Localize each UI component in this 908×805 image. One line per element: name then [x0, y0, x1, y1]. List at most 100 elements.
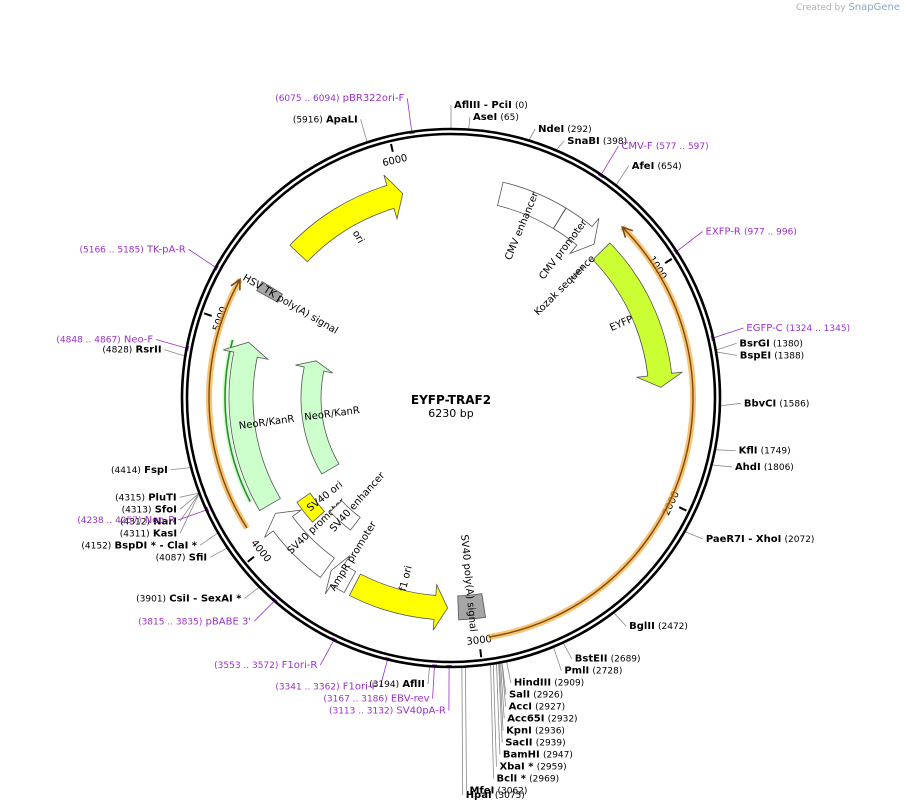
enzyme-label-asei: AseI (65) — [473, 112, 519, 123]
enzyme-position-xbai: (2959) — [537, 763, 567, 773]
enzyme-leader-acc65i — [500, 663, 505, 719]
enzyme-leader-ahdi — [712, 464, 732, 468]
enzyme-position-asei: (65) — [500, 113, 518, 123]
primer-label-tk-pa-r: (5166 .. 5185) TK-pA-R — [79, 244, 185, 255]
enzyme-position-hindiii: (2909) — [554, 679, 584, 689]
enzyme-leader-afei — [616, 165, 630, 185]
primer-position-pbabe-3: (3815 .. 3835) — [138, 617, 202, 627]
plasmid-length: 6230 bp — [428, 407, 473, 420]
enzyme-position-bsteii: (2689) — [611, 655, 641, 665]
feature-cmv-promoter — [553, 207, 600, 255]
enzyme-position-bspei: (1388) — [774, 351, 804, 361]
feature-hsv-tk-poly-a-signal — [256, 281, 283, 303]
enzyme-leader-xbai — [492, 664, 497, 767]
credit-prefix: Created by — [796, 3, 846, 13]
enzyme-position-bcli: (2969) — [529, 775, 559, 785]
tick-label-4000: 4000 — [248, 538, 273, 565]
enzyme-name-xbai: XbaI * — [499, 762, 534, 773]
enzyme-position-bglii: (2472) — [658, 622, 688, 632]
enzyme-name-kasi: KasI — [153, 528, 177, 539]
enzyme-label-ahdi: AhdI (1806) — [735, 462, 794, 473]
feature-label-eyfp: EYFP — [608, 314, 635, 334]
primer-name-pbr322ori-f: pBR322ori-F — [343, 93, 405, 104]
primer-name-sv40pa-r: SV40pA-R — [396, 706, 445, 717]
feature-sv40-ori — [296, 492, 325, 523]
enzyme-label-sfoi: (4313) SfoI — [122, 504, 177, 515]
primer-label-neo-f: (4848 .. 4867) Neo-F — [56, 334, 153, 345]
feature-eyfp — [592, 242, 683, 388]
enzyme-leader-csii-sexai — [244, 587, 259, 599]
primer-name-pbabe-3: pBABE 3' — [206, 616, 252, 627]
enzyme-position-acc65i: (2932) — [548, 715, 578, 725]
enzyme-name-bspei: BspEI — [740, 350, 771, 361]
feature-sv40-enhancer — [329, 500, 361, 531]
orf-arrow-1 — [230, 277, 241, 291]
enzyme-leader-ndei — [529, 128, 536, 140]
enzyme-label-xbai: XbaI * (2959) — [499, 762, 566, 773]
enzyme-name-afei: AfeI — [632, 161, 655, 172]
enzyme-label-bcli: BclI * (2969) — [497, 774, 560, 785]
enzyme-label-acc65i: Acc65I (2932) — [507, 714, 577, 725]
enzyme-leader-aflii — [427, 667, 430, 685]
feature-kozak-sequence — [570, 265, 585, 280]
enzyme-label-bbvci: BbvCI (1586) — [744, 398, 809, 409]
enzyme-label-bglii: BglII (2472) — [629, 621, 688, 632]
enzyme-leader-pluti — [179, 492, 199, 498]
label-layer: AflIII - PciI (0)AseI (65)NdeI (292)SnaB… — [56, 93, 850, 801]
enzyme-name-bsrgi: BsrGI — [739, 338, 769, 349]
enzyme-position-fspi: (4414) — [111, 466, 141, 476]
enzyme-name-bspdi-clai: BspDI * - ClaI * — [115, 540, 198, 551]
enzyme-position-bspdi-clai: (4152) — [81, 541, 111, 551]
enzyme-leader-bcli — [490, 665, 494, 779]
enzyme-leader-sacii — [498, 663, 503, 743]
primer-label-exfp-r: EXFP-R (977 .. 996) — [706, 227, 797, 238]
enzyme-name-mfei: MfeI — [469, 786, 494, 797]
backbone — [180, 127, 722, 669]
enzyme-label-bsteii: BstEII (2689) — [575, 654, 641, 665]
enzyme-name-fspi: FspI — [144, 465, 168, 476]
feature-label-f1-ori: f1 ori — [398, 565, 415, 593]
primer-leader-pbabe-3 — [253, 601, 275, 622]
enzyme-position-afliii-pcii: (0) — [515, 101, 528, 111]
primer-leader-cmv-f — [601, 145, 619, 175]
enzyme-label-sfii: (4087) SfiI — [156, 552, 207, 563]
enzyme-position-kpni: (2936) — [535, 727, 565, 737]
orf-line-0 — [488, 226, 694, 638]
enzyme-position-kfli: (1749) — [761, 447, 791, 457]
primer-name-f1ori-r: F1ori-R — [282, 660, 318, 671]
enzyme-position-paer7i-xhoi: (2072) — [785, 535, 815, 545]
enzyme-leader-fspi — [170, 467, 191, 471]
primer-label-cmv-f: CMV-F (577 .. 597) — [621, 141, 708, 152]
primer-name-ebv-rev: EBV-rev — [391, 694, 430, 705]
enzyme-position-nari: (4312) — [120, 517, 150, 527]
enzyme-position-pmli: (2728) — [592, 667, 622, 677]
primer-leader-neo-f — [156, 339, 186, 349]
enzyme-position-bbvci: (1586) — [779, 399, 809, 409]
enzyme-label-nari: (4312) NarI — [120, 516, 177, 527]
enzyme-position-snabi: (398) — [603, 137, 627, 147]
primer-label-pbr322ori-f: (6075 .. 6094) pBR322ori-F — [275, 93, 404, 104]
enzyme-leader-nari — [179, 493, 199, 522]
primer-label-pbabe-3: (3815 .. 3835) pBABE 3' — [138, 616, 251, 627]
orf-line-1 — [208, 279, 248, 529]
enzyme-label-apali: (5916) ApaLI — [293, 114, 358, 125]
enzyme-name-csii-sexai: CsiI - SexAI * — [169, 594, 242, 605]
primer-name-exfp-r: EXFP-R — [706, 227, 741, 238]
enzyme-position-bsrgi: (1380) — [773, 339, 803, 349]
enzyme-leader-sfoi — [179, 493, 199, 510]
enzyme-leader-pmli — [553, 647, 562, 671]
enzyme-name-paer7i-xhoi: PaeR7I - XhoI — [706, 534, 782, 545]
enzyme-position-hpai: (3075) — [495, 791, 525, 801]
tick-3000 — [479, 649, 483, 658]
enzyme-label-bsrgi: BsrGI (1380) — [739, 338, 803, 349]
enzyme-position-ndei: (292) — [567, 125, 591, 135]
enzyme-position-apali: (5916) — [293, 115, 323, 125]
primer-leader-neo-r — [178, 509, 206, 521]
enzyme-leader-kfli — [715, 449, 736, 452]
enzyme-label-kasi: (4311) KasI — [120, 528, 177, 539]
primer-position-f1ori-r: (3553 .. 3572) — [214, 661, 278, 671]
enzyme-position-pluti: (4315) — [115, 493, 145, 503]
feature-sv40-promoter — [264, 509, 336, 579]
enzyme-leader-rsrii — [164, 349, 185, 357]
enzyme-leader-hpai — [461, 667, 464, 796]
